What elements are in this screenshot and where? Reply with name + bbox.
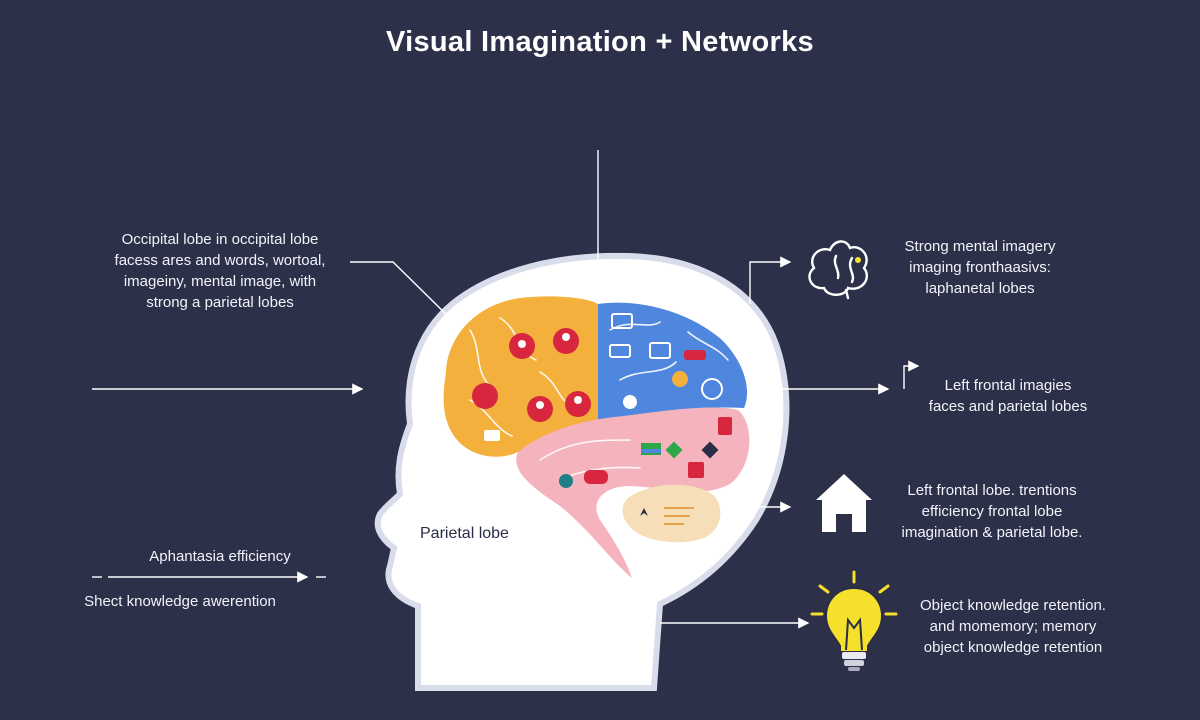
image-icon (484, 430, 500, 441)
diamond-icon (701, 441, 719, 459)
diamond-icon (665, 441, 683, 459)
cycle-icon (701, 378, 723, 400)
annotation-line: imageiny, mental image, with (123, 273, 317, 290)
annotation-occipital: Occipital lobe in occipital lobe facess … (100, 229, 340, 313)
image-icon (611, 313, 633, 329)
annotation-knowledge: Shect knowledge awerention (84, 593, 276, 610)
parietal-lobe-caption: Parietal lobe (420, 525, 509, 542)
brain-pictograms (472, 313, 732, 525)
annotation-line: and momemory; memory (929, 618, 1097, 635)
annotation-line: efficiency frontal lobe (921, 503, 1063, 520)
brain-icon (808, 240, 869, 300)
diagram-title: Visual Imagination + Networks (386, 26, 814, 58)
face-icon (472, 383, 498, 409)
annotation-line: faces and parietal lobes (928, 398, 1088, 415)
home-icon (688, 462, 704, 478)
house-icon (816, 474, 872, 532)
shape-icon (559, 474, 573, 488)
cerebellum (622, 484, 721, 543)
annotation-line: imaging fronthaasivs: (909, 259, 1051, 276)
lightbulb-icon (810, 570, 898, 671)
annotation-mental-imagery: Strong mental imagery imaging fronthaasi… (880, 236, 1080, 299)
frontal-lobe (598, 302, 748, 420)
annotation-line: Left frontal lobe. trentions (907, 482, 1077, 499)
shape-icon (584, 470, 608, 484)
glasses-icon (684, 350, 706, 360)
annotation-frontal-lobe: Left frontal lobe. trentions efficiency … (882, 480, 1102, 543)
book-icon (718, 417, 732, 435)
person-icon (640, 508, 648, 516)
connectors (92, 150, 920, 629)
annotation-aphantasia: Aphantasia efficiency (149, 548, 291, 565)
annotation-line: Left frontal imagies (944, 377, 1072, 394)
image-icon (649, 342, 671, 359)
sparkle-icon (855, 257, 861, 263)
annotation-line: object knowledge retention (923, 639, 1103, 656)
annotation-line: laphanetal lobes (925, 280, 1035, 297)
annotation-line: Object knowledge retention. (920, 597, 1106, 614)
annotation-line: strong a parietal lobes (146, 294, 294, 311)
image-icon (609, 344, 631, 358)
annotation-line: Strong mental imagery (904, 238, 1056, 255)
annotation-left-frontal: Left frontal imagies faces and parietal … (908, 375, 1108, 417)
person-icon (672, 371, 688, 387)
annotation-line: facess ares and words, wortoal, (114, 252, 326, 269)
annotation-object-knowledge: Object knowledge retention. and momemory… (908, 595, 1118, 658)
temporal-lobe (516, 407, 750, 578)
annotation-line: imagination & parietal lobe. (901, 524, 1083, 541)
text-lines-icon (664, 507, 694, 525)
person-icon (623, 395, 637, 409)
annotation-line: Occipital lobe in occipital lobe (121, 231, 319, 248)
